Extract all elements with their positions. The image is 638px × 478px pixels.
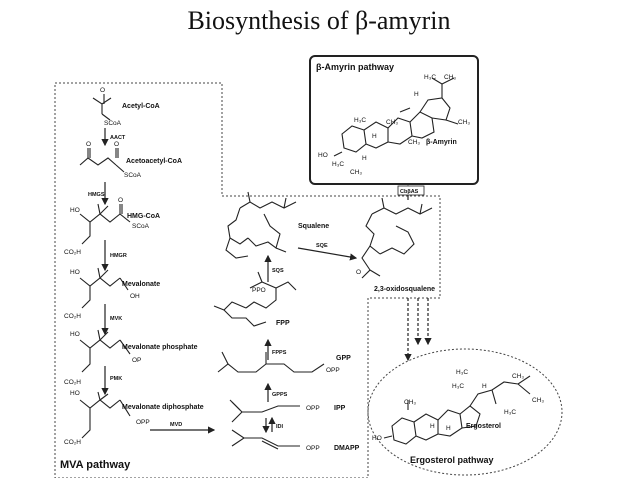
svg-text:CH₃: CH₃ [404, 399, 416, 406]
svg-text:H₃C: H₃C [332, 161, 344, 168]
svg-text:OPP: OPP [136, 419, 150, 426]
svg-text:OPP: OPP [326, 367, 340, 374]
svg-text:OH: OH [130, 293, 140, 300]
mevalonate-diphosphate-label: Mevalonate diphosphate [122, 404, 204, 411]
aact-enzyme: AACT [110, 135, 126, 141]
mevalonate-phosphate-label: Mevalonate phosphate [122, 344, 198, 351]
hmgs-enzyme: HMGS [88, 192, 105, 198]
svg-text:O: O [118, 197, 123, 204]
svg-text:CO₂H: CO₂H [64, 439, 81, 446]
svg-text:CH₃: CH₃ [532, 397, 544, 404]
squalene-structure [225, 191, 297, 259]
svg-text:HO: HO [70, 331, 80, 338]
mevalonate-structure: HO OH CO₂H [64, 267, 140, 320]
gpps-enzyme: GPPS [272, 392, 288, 398]
gpp-structure: OPP [217, 351, 340, 374]
mevalonate-label: Mevalonate [122, 281, 160, 288]
svg-text:H: H [372, 133, 377, 140]
beta-amyrin-structure: H₃C CH₃ H H₃C CH₃ CH₃ H CH₃ HO H₃C H CH₃ [318, 74, 470, 176]
svg-text:HO: HO [70, 390, 80, 397]
mvd-enzyme: MVD [170, 422, 182, 428]
mva-pathway-box [54, 82, 441, 478]
dmapp-label: DMAPP [334, 445, 360, 452]
svg-text:O: O [86, 141, 91, 148]
svg-text:HO: HO [70, 269, 80, 276]
mevalonate-phosphate-structure: HO OP CO₂H [64, 329, 141, 386]
svg-text:H₃C: H₃C [456, 369, 468, 376]
dmapp-structure: OPP [231, 429, 320, 452]
oxidosqualene-label: 2,3-oxidosqualene [374, 286, 435, 293]
svg-text:CH₃: CH₃ [408, 139, 420, 146]
svg-text:SCoA: SCoA [104, 120, 122, 127]
beta-amyrin-label: β-Amyrin [426, 139, 457, 146]
svg-text:CH₃: CH₃ [386, 119, 398, 126]
oxidosqualene-structure: O [356, 197, 433, 279]
fpp-label: FPP [276, 320, 290, 327]
mvk-enzyme: MVK [110, 316, 122, 322]
svg-text:H: H [446, 425, 451, 432]
svg-text:CH₃: CH₃ [512, 373, 524, 380]
svg-text:CO₂H: CO₂H [64, 379, 81, 386]
svg-text:CO₂H: CO₂H [64, 313, 81, 320]
acetyl-coa-structure: O SCoA [92, 87, 122, 127]
gpp-label: GPP [336, 355, 351, 362]
cbas-enzyme-box [397, 185, 425, 196]
svg-text:O: O [356, 269, 361, 276]
mva-pathway-label: MVA pathway [60, 459, 131, 471]
fpp-structure: PPO [213, 271, 297, 327]
svg-text:HO: HO [372, 435, 382, 442]
hmg-coa-label: HMG-CoA [127, 213, 160, 220]
svg-text:H₃C: H₃C [504, 409, 516, 416]
svg-text:CH₃: CH₃ [458, 119, 470, 126]
svg-text:HO: HO [318, 152, 328, 159]
svg-text:CO₂H: CO₂H [64, 249, 81, 256]
svg-text:H₃C: H₃C [354, 117, 366, 124]
mevalonate-diphosphate-structure: HO OPP CO₂H [64, 390, 150, 446]
ergosterol-label: Ergosterol [466, 423, 501, 430]
pmk-enzyme: PMK [110, 376, 122, 382]
acetoacetyl-coa-label: Acetoacetyl-CoA [126, 158, 182, 165]
squalene-label: Squalene [298, 223, 329, 230]
svg-text:H: H [414, 91, 419, 98]
hmg-coa-structure: HO O SCoA CO₂H [64, 197, 150, 256]
svg-text:H: H [430, 423, 435, 430]
idi-enzyme: IDI [276, 424, 284, 430]
svg-text:OPP: OPP [306, 445, 320, 452]
svg-text:O: O [100, 87, 105, 94]
svg-text:HO: HO [70, 207, 80, 214]
hmgr-enzyme: HMGR [110, 253, 127, 259]
ergosterol-pathway-label: Ergosterol pathway [410, 455, 494, 465]
svg-text:SCoA: SCoA [132, 223, 150, 230]
page-title: Biosynthesis of β-amyrin [187, 6, 451, 35]
svg-text:CH₃: CH₃ [350, 169, 362, 176]
sqs-enzyme: SQS [272, 268, 284, 274]
acetyl-coa-label: Acetyl-CoA [122, 103, 160, 110]
ergosterol-pathway-box [367, 348, 563, 476]
amyrin-pathway-box [309, 55, 479, 185]
svg-text:OP: OP [132, 357, 141, 364]
svg-text:PPO: PPO [252, 287, 266, 294]
ipp-structure: OPP [229, 399, 320, 423]
svg-text:H: H [482, 383, 487, 390]
fpps-enzyme: FPPS [272, 350, 287, 356]
svg-text:CH₃: CH₃ [444, 74, 456, 81]
svg-text:H₃C: H₃C [452, 383, 464, 390]
sqe-enzyme: SQE [316, 243, 328, 249]
acetoacetyl-coa-structure: O O SCoA [79, 141, 142, 179]
svg-text:SCoA: SCoA [124, 172, 142, 179]
svg-text:O: O [114, 141, 119, 148]
ipp-label: IPP [334, 405, 346, 412]
svg-text:H₃C: H₃C [424, 74, 436, 81]
ergosterol-structure: H₃C H₃C H CH₃ CH₃ H₃C CH₃ H H HO [372, 369, 544, 445]
amyrin-pathway-label: β-Amyrin pathway [316, 62, 394, 72]
svg-text:H: H [362, 155, 367, 162]
cbas-enzyme: CbβAS [400, 189, 419, 195]
svg-text:OPP: OPP [306, 405, 320, 412]
